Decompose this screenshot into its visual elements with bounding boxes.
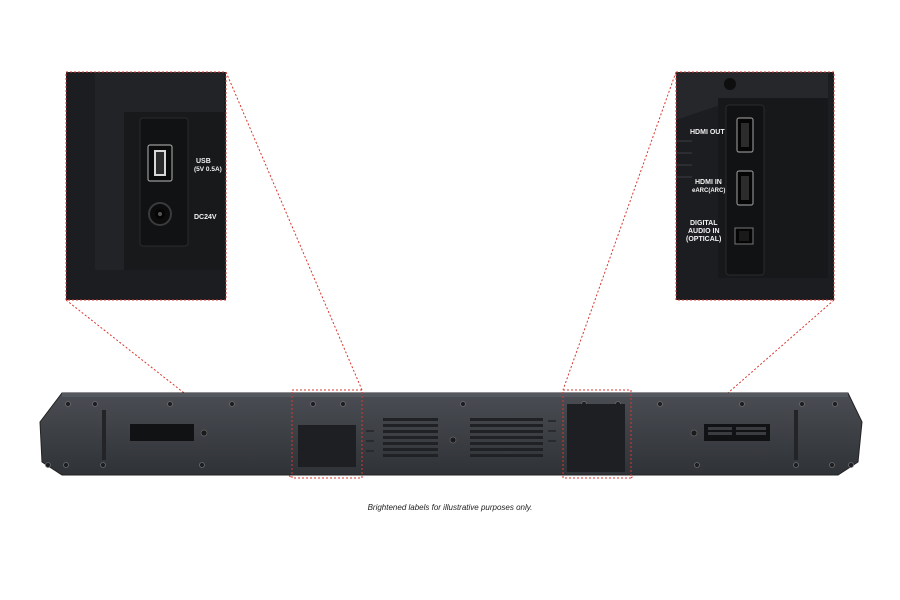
optical-port (734, 227, 754, 245)
optical-label-line2: AUDIO IN (688, 228, 720, 235)
optical-label-line1: DIGITAL (690, 220, 718, 227)
hdmi-in-label-line2: eARC(ARC) (692, 188, 725, 194)
soundbar-body (39, 392, 863, 476)
optical-label-line3: (OPTICAL) (686, 236, 721, 243)
left-inset: USB (5V 0.5A) DC24V (65, 71, 227, 301)
hdmi-in-label-line1: HDMI IN (695, 179, 722, 186)
caption: Brightened labels for illustrative purpo… (367, 503, 533, 512)
hdmi-out-port (736, 117, 754, 153)
usb-label-line2: (5V 0.5A) (194, 166, 222, 173)
port-recess-left (139, 117, 189, 247)
hdmi-out-label: HDMI OUT (690, 129, 725, 136)
usb-port (147, 144, 173, 182)
dc-jack (148, 202, 172, 226)
hdmi-in-port (736, 170, 754, 206)
right-inset: HDMI OUT HDMI IN eARC(ARC) DIGITAL AUDIO… (675, 71, 835, 301)
dc-label: DC24V (194, 214, 217, 221)
usb-label-line1: USB (196, 158, 211, 165)
right-port-highlight (562, 389, 632, 479)
left-port-highlight (291, 389, 363, 479)
